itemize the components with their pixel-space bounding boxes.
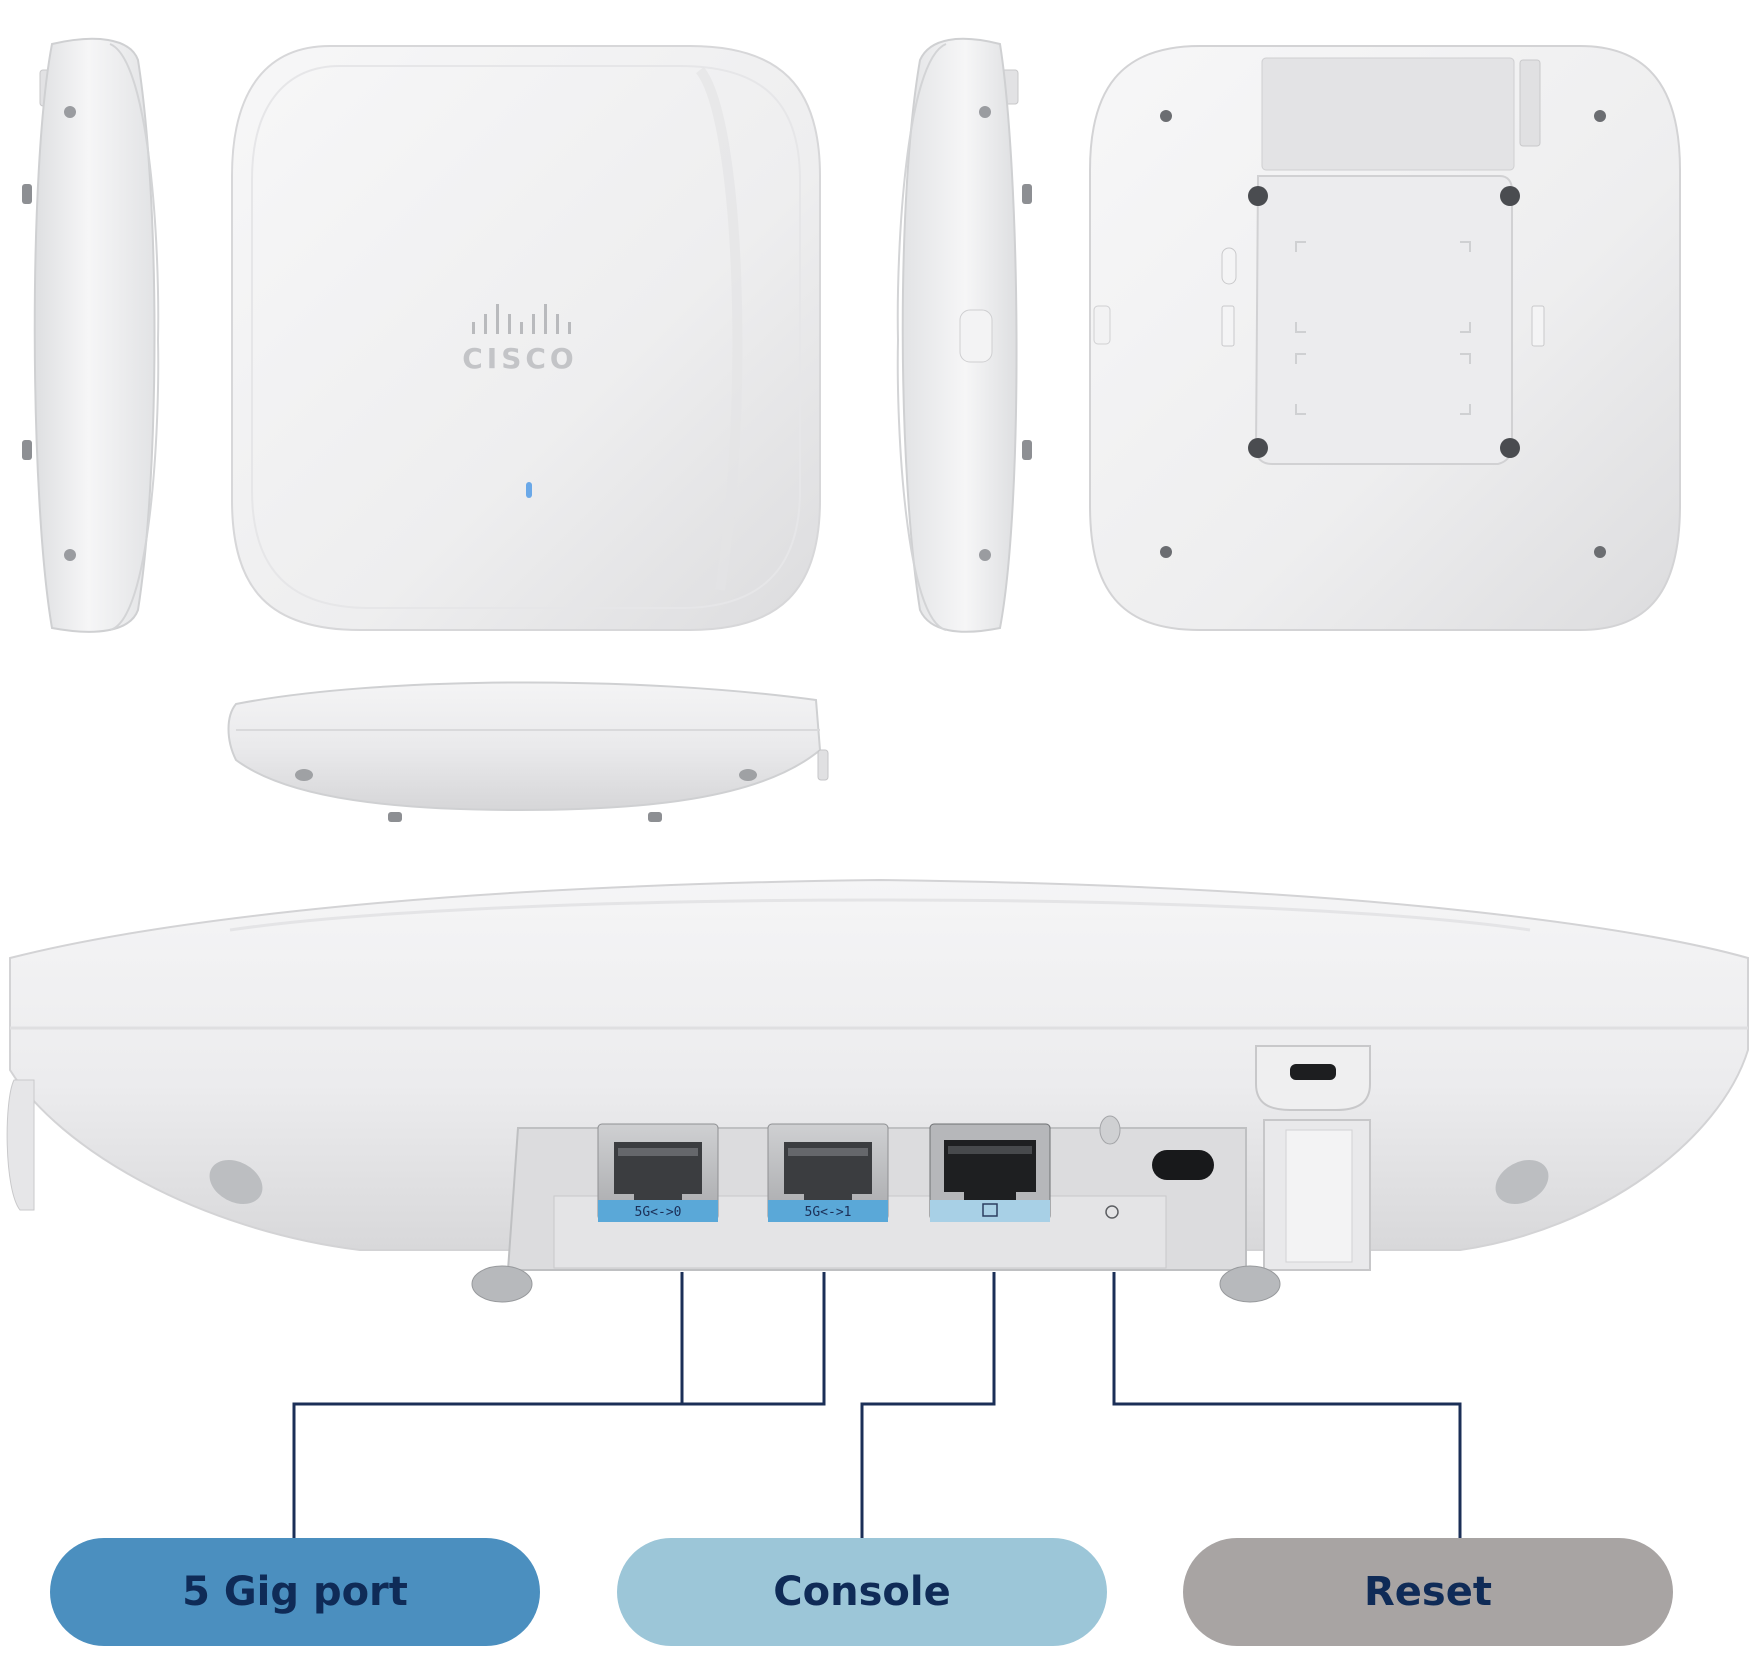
connector-console (860, 1272, 996, 1540)
screw (1248, 438, 1268, 458)
screw (1248, 186, 1268, 206)
port-closeup-view: 5G<->0 5G<->1 (6, 878, 1749, 1303)
rj45-port-0 (597, 1123, 719, 1221)
port1-label-strip (768, 1200, 888, 1222)
callout-5-gig-port-label: 5 Gig port (182, 1569, 408, 1615)
callout-5-gig-port: 5 Gig port (50, 1538, 540, 1646)
callout-reset-label: Reset (1364, 1569, 1492, 1615)
right-side-view (896, 37, 1032, 633)
connector-reset (1112, 1272, 1462, 1540)
status-led-icon (526, 482, 532, 498)
screw (64, 549, 76, 561)
front-view: CISCO (231, 45, 821, 631)
connector-5gig (292, 1272, 826, 1540)
screw (979, 106, 991, 118)
bottom-edge-view (227, 681, 829, 822)
callout-console-label: Console (773, 1569, 951, 1615)
side-latch (959, 309, 993, 363)
port1-label: 5G<->1 (805, 1205, 852, 1220)
callout-connectors (292, 1272, 1462, 1540)
cisco-logo-icon (472, 304, 571, 334)
lock-slot-icon (1290, 1064, 1336, 1080)
screw (979, 549, 991, 561)
reset-icon (1105, 1205, 1119, 1219)
left-side-view (22, 37, 160, 633)
callout-console: Console (617, 1538, 1107, 1646)
screw (64, 106, 76, 118)
callout-reset: Reset (1183, 1538, 1673, 1646)
console-label-strip (930, 1200, 1050, 1222)
console-port (929, 1123, 1051, 1221)
back-view (1089, 45, 1681, 631)
reset-pinhole-icon (1099, 1115, 1121, 1145)
screw (1500, 438, 1520, 458)
console-icon (982, 1203, 998, 1217)
port0-label: 5G<->0 (635, 1205, 682, 1220)
port0-label-strip (598, 1200, 718, 1222)
cisco-logo-text: CISCO (462, 342, 577, 375)
screw (1500, 186, 1520, 206)
led-window-icon (1152, 1150, 1214, 1180)
